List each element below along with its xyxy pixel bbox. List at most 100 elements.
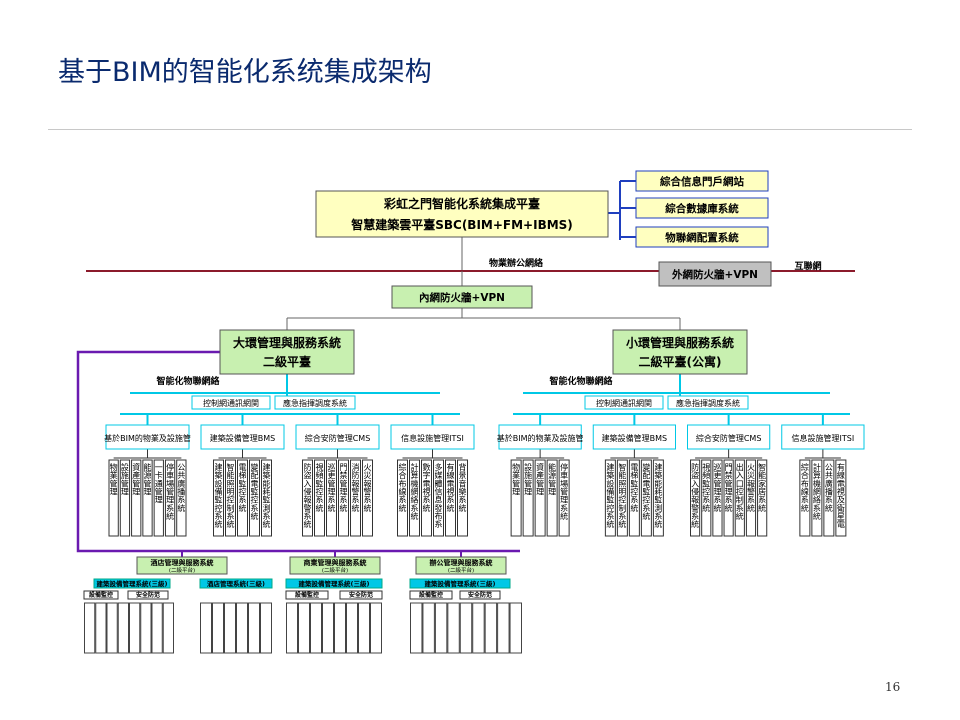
left-subsystem-box	[390, 424, 475, 450]
svg-text:系: 系	[618, 511, 626, 521]
svg-text:及: 及	[837, 496, 845, 505]
svg-text:能: 能	[144, 462, 152, 472]
bottom-group-label: 建築設備管理系統(三級)	[424, 579, 496, 588]
right-leaf-box	[690, 459, 701, 537]
svg-text:背: 背	[459, 462, 467, 472]
bottom-category-box	[339, 590, 383, 600]
bottom-leaf-box	[224, 602, 236, 654]
bottom-group-bar	[199, 578, 273, 589]
inner-firewall-box	[391, 285, 533, 309]
svg-text:系: 系	[447, 495, 455, 505]
svg-text:公: 公	[825, 463, 833, 472]
svg-text:綜: 綜	[399, 462, 407, 472]
svg-text:視: 視	[447, 487, 455, 496]
right-leaf-box	[604, 459, 616, 537]
svg-text:控: 控	[642, 495, 650, 505]
left-leaf-box	[164, 459, 176, 537]
svg-text:景: 景	[459, 471, 467, 480]
svg-text:廣: 廣	[825, 478, 833, 488]
svg-text:統: 統	[239, 503, 247, 513]
bottom-platform-sub: (二級平台)	[169, 566, 195, 574]
right-comm-label: 控制網通訊網関	[596, 398, 652, 408]
svg-text:管: 管	[132, 478, 140, 488]
svg-text:統: 統	[423, 503, 431, 513]
svg-text:媒: 媒	[435, 471, 443, 480]
bottom-platform-sub: (二級平台)	[448, 566, 474, 574]
svg-text:合: 合	[399, 470, 407, 480]
purple-link	[76, 350, 520, 553]
office-network-label: 物業辦公網絡	[489, 257, 544, 269]
svg-text:控: 控	[606, 503, 614, 513]
svg-text:統: 統	[263, 519, 271, 529]
left-leaf-box	[108, 459, 119, 537]
svg-text:系: 系	[691, 511, 699, 521]
right-leaf-box	[510, 459, 522, 537]
svg-text:計: 計	[813, 462, 821, 472]
right-leaf-box	[652, 459, 664, 537]
bottom-category-box	[459, 590, 501, 600]
svg-text:理: 理	[121, 487, 129, 496]
bottom-leaf-box	[310, 602, 322, 654]
left-subsystem-label: 建築設備管理BMS	[210, 433, 275, 443]
left-leaf-box	[350, 459, 361, 537]
svg-text:通: 通	[155, 478, 163, 488]
svg-text:卡: 卡	[155, 470, 163, 480]
svg-text:系: 系	[364, 495, 372, 505]
left-leaf-box	[409, 459, 420, 537]
svg-text:統: 統	[328, 503, 336, 513]
svg-text:測: 測	[263, 503, 271, 513]
left-leaf-box	[225, 459, 236, 537]
bottom-category-box	[127, 590, 169, 600]
svg-text:能: 能	[758, 470, 766, 480]
left-leaf-box	[433, 459, 444, 537]
svg-text:系: 系	[825, 495, 833, 505]
svg-text:頻: 頻	[702, 470, 710, 480]
bottom-category-box	[285, 590, 329, 600]
svg-text:監: 監	[316, 478, 324, 488]
svg-text:配: 配	[642, 471, 650, 480]
svg-text:業: 業	[110, 470, 118, 480]
right-leaf-box	[757, 459, 768, 537]
bottom-category-label: 設備監控	[419, 591, 443, 599]
svg-text:建: 建	[654, 462, 662, 472]
bottom-group-label: 建築設備管理系統(三級)	[96, 579, 168, 588]
page-number: 16	[885, 680, 901, 694]
right-leaf-box	[534, 459, 546, 537]
left-leaf-box	[302, 459, 313, 537]
svg-text:築: 築	[263, 470, 271, 480]
svg-text:能: 能	[263, 478, 271, 488]
svg-text:資: 資	[536, 462, 544, 472]
svg-text:備: 備	[215, 486, 223, 496]
svg-text:系: 系	[399, 495, 407, 505]
svg-text:樂: 樂	[459, 486, 467, 496]
svg-text:線: 線	[399, 486, 407, 496]
svg-text:管: 管	[166, 486, 174, 496]
svg-text:制: 制	[736, 495, 744, 505]
bottom-leaf-box	[129, 602, 141, 654]
svg-text:報: 報	[304, 496, 312, 505]
svg-text:變: 變	[251, 462, 259, 472]
svg-text:防: 防	[352, 470, 360, 480]
svg-text:統: 統	[736, 511, 744, 521]
right-leaf-box	[799, 459, 811, 537]
svg-text:警: 警	[304, 503, 312, 513]
svg-text:系: 系	[215, 511, 223, 521]
svg-text:系: 系	[263, 511, 271, 521]
svg-text:物: 物	[512, 462, 520, 472]
svg-text:管: 管	[155, 486, 163, 496]
bottom-category-label: 安全防范	[468, 591, 492, 599]
svg-text:報: 報	[747, 479, 755, 488]
svg-text:控: 控	[251, 495, 259, 505]
svg-text:理: 理	[132, 487, 140, 496]
svg-text:統: 統	[713, 503, 721, 513]
svg-text:明: 明	[227, 487, 235, 496]
svg-text:管: 管	[121, 478, 129, 488]
svg-text:產: 產	[536, 470, 544, 480]
svg-text:能: 能	[654, 478, 662, 488]
svg-text:監: 監	[642, 486, 650, 496]
svg-text:管: 管	[144, 478, 152, 488]
svg-text:監: 監	[215, 495, 223, 505]
